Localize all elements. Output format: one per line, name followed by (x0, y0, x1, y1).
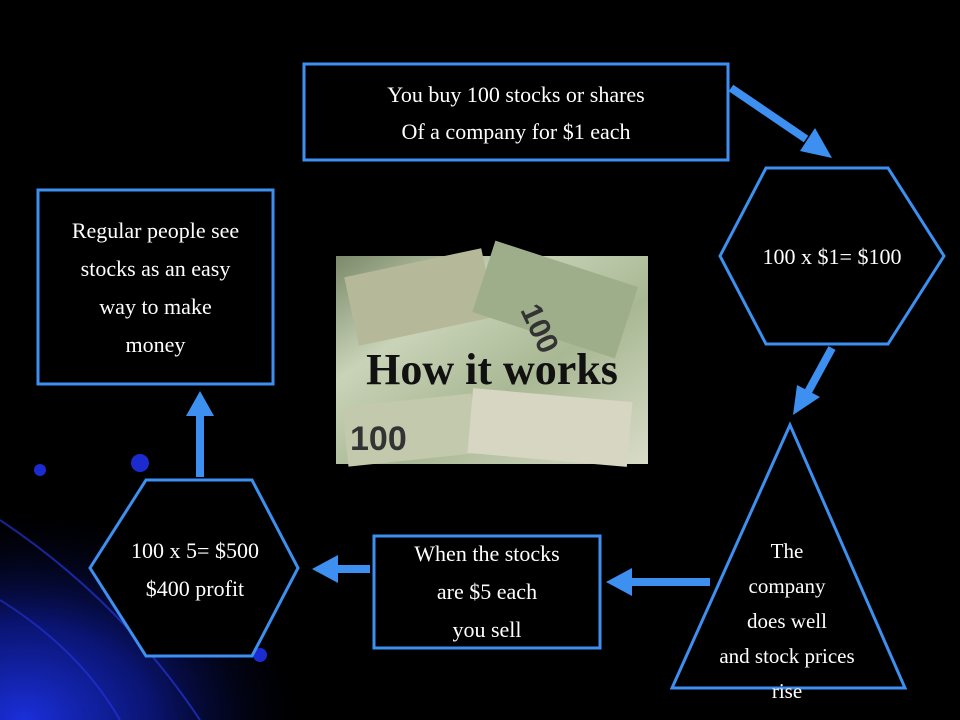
arrow-down-icon (793, 346, 836, 415)
profit-hexagon (88, 478, 300, 658)
cost-line-1: 100 x $1= $100 (762, 244, 902, 269)
sell-stocks-text: When the stocks are $5 each you sell (374, 535, 600, 649)
buy-stocks-box (302, 62, 730, 162)
decor-dot (131, 454, 149, 472)
sell-line-2: are $5 each (436, 579, 538, 604)
arrow-up-icon (186, 391, 214, 477)
regular-line-2: stocks as an easy (80, 256, 231, 281)
profit-text: 100 x 5= $500 $400 profit (100, 532, 290, 608)
arrow-left-icon (606, 568, 710, 596)
regular-line-3: way to make (99, 294, 212, 319)
company-line-3: does well (747, 609, 827, 633)
banknote-number: 100 (350, 420, 407, 458)
buy-stocks-line-1: You buy 100 stocks or shares (387, 82, 645, 107)
regular-people-text: Regular people see stocks as an easy way… (38, 212, 273, 364)
slide-title: How it works (366, 345, 618, 394)
profit-line-2: $400 profit (145, 576, 245, 601)
company-line-5: rise (771, 679, 803, 703)
arrow-right-down-icon (728, 84, 832, 158)
sell-line-3: you sell (452, 617, 522, 642)
decor-dot (253, 648, 267, 662)
money-photo: 100 100 (336, 240, 648, 467)
cost-text: 100 x $1= $100 (720, 238, 944, 275)
company-line-2: company (748, 574, 826, 598)
company-triangle (669, 421, 908, 690)
decor-dot (34, 464, 46, 476)
buy-stocks-text: You buy 100 stocks or shares Of a compan… (304, 76, 728, 150)
buy-stocks-line-2: Of a company for $1 each (401, 119, 631, 144)
company-line-4: and stock prices (719, 644, 855, 668)
regular-people-box (36, 188, 275, 386)
profit-line-1: 100 x 5= $500 (131, 538, 259, 563)
regular-line-1: Regular people see (71, 218, 240, 243)
sell-stocks-box (372, 534, 602, 650)
company-text: The company does well and stock prices r… (680, 534, 894, 709)
arrow-left-icon (312, 555, 370, 583)
regular-line-4: money (125, 332, 186, 357)
cost-hexagon (718, 166, 946, 346)
sell-line-1: When the stocks (414, 541, 560, 566)
company-line-1: The (770, 539, 804, 563)
